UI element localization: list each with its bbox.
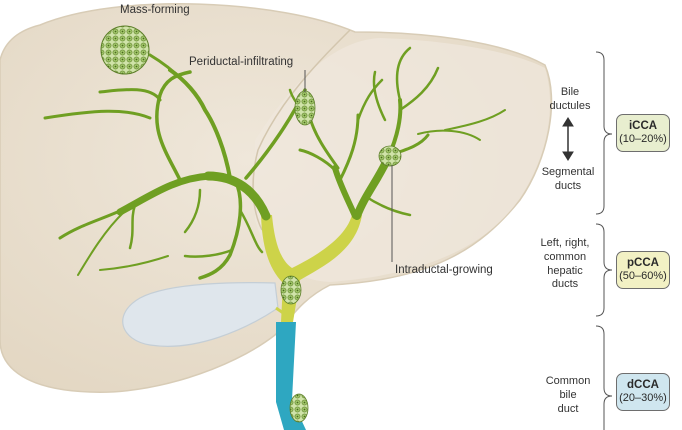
label-hepatic-ducts: Left, right, common hepatic ducts	[540, 237, 590, 291]
liver-fissure	[252, 29, 351, 231]
badge-pcca: pCCA (50–60%)	[616, 251, 670, 289]
label-common-bile-duct: Common bile duct	[545, 375, 591, 415]
label-bile-ductules: Bile ductules	[549, 86, 591, 112]
label-mass-forming: Mass-forming	[120, 4, 190, 16]
bracket-pcca	[595, 223, 613, 317]
gallbladder	[122, 282, 279, 347]
liver-left-lobe	[255, 38, 551, 282]
badge-dcca: dCCA (20–30%)	[616, 373, 670, 411]
badge-icca: iCCA (10–20%)	[616, 114, 670, 152]
distal-tumor	[289, 393, 309, 423]
mass-forming-tumor	[100, 25, 150, 75]
double-arrow-icon	[562, 117, 574, 161]
periductal-tumor	[294, 90, 316, 126]
bracket-dcca	[595, 325, 613, 430]
bracket-icca	[595, 51, 613, 215]
perihilar-tumor	[280, 275, 302, 305]
label-intraductal-growing: Intraductal-growing	[395, 264, 493, 276]
label-periductal-infiltrating: Periductal-infiltrating	[189, 56, 294, 68]
intraductal-tumor-left	[378, 145, 402, 167]
label-segmental-ducts: Segmental ducts	[541, 166, 595, 192]
common-bile-duct	[276, 322, 306, 430]
